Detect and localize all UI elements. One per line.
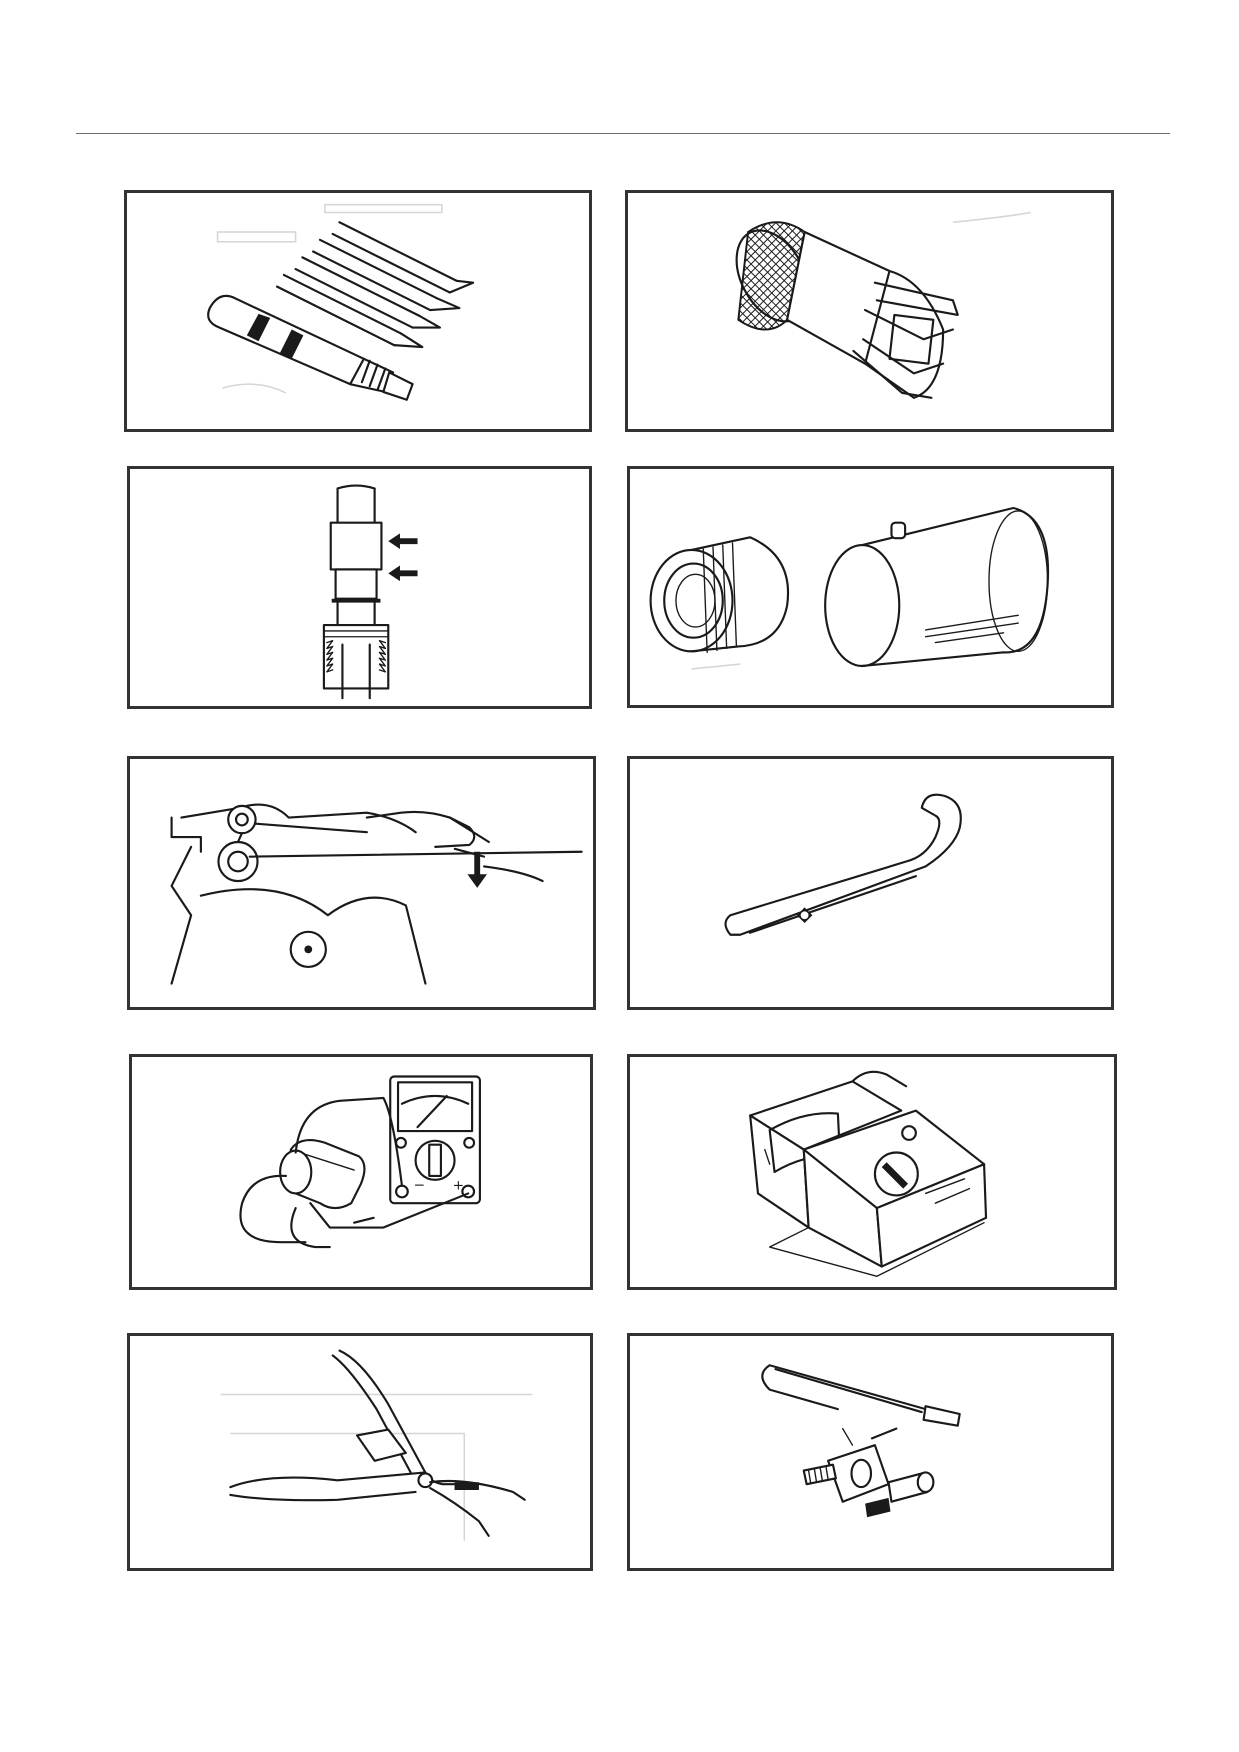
panel-pipe-fitting	[127, 466, 592, 709]
pocket-multimeter-tester-icon	[749, 1070, 988, 1277]
panel-collet-puller	[625, 190, 1114, 432]
pipe-fitting-with-arrows-icon	[322, 484, 418, 700]
hook-spanner-wrench-icon	[724, 793, 962, 936]
panel-bushing-cylinder	[627, 466, 1114, 708]
ignition-coil-multimeter-test-icon: − +	[239, 1075, 481, 1249]
panel-pocket-tester	[627, 1054, 1117, 1290]
panel-hook-spanner	[627, 756, 1114, 1010]
panel-torque-wrench	[127, 756, 596, 1010]
meter-minus-label: −	[414, 1178, 425, 1194]
meter-plus-label: +	[453, 1178, 464, 1194]
threaded-bushing-and-cylinder-icon	[649, 506, 1050, 670]
panel-circlip-pliers	[127, 1333, 593, 1571]
circlip-pliers-icon	[220, 1349, 533, 1541]
knurled-collet-puller-icon	[735, 211, 1032, 399]
header-rule	[76, 133, 1170, 134]
impact-driver-set-icon	[207, 203, 475, 401]
panel-coil-test: − +	[129, 1054, 593, 1290]
wrench-torque-being-applied-icon	[170, 803, 583, 985]
panel-vacuum-adapter	[627, 1333, 1114, 1571]
panel-impact-driver	[124, 190, 592, 432]
vacuum-gauge-adapter-icon	[761, 1364, 961, 1518]
